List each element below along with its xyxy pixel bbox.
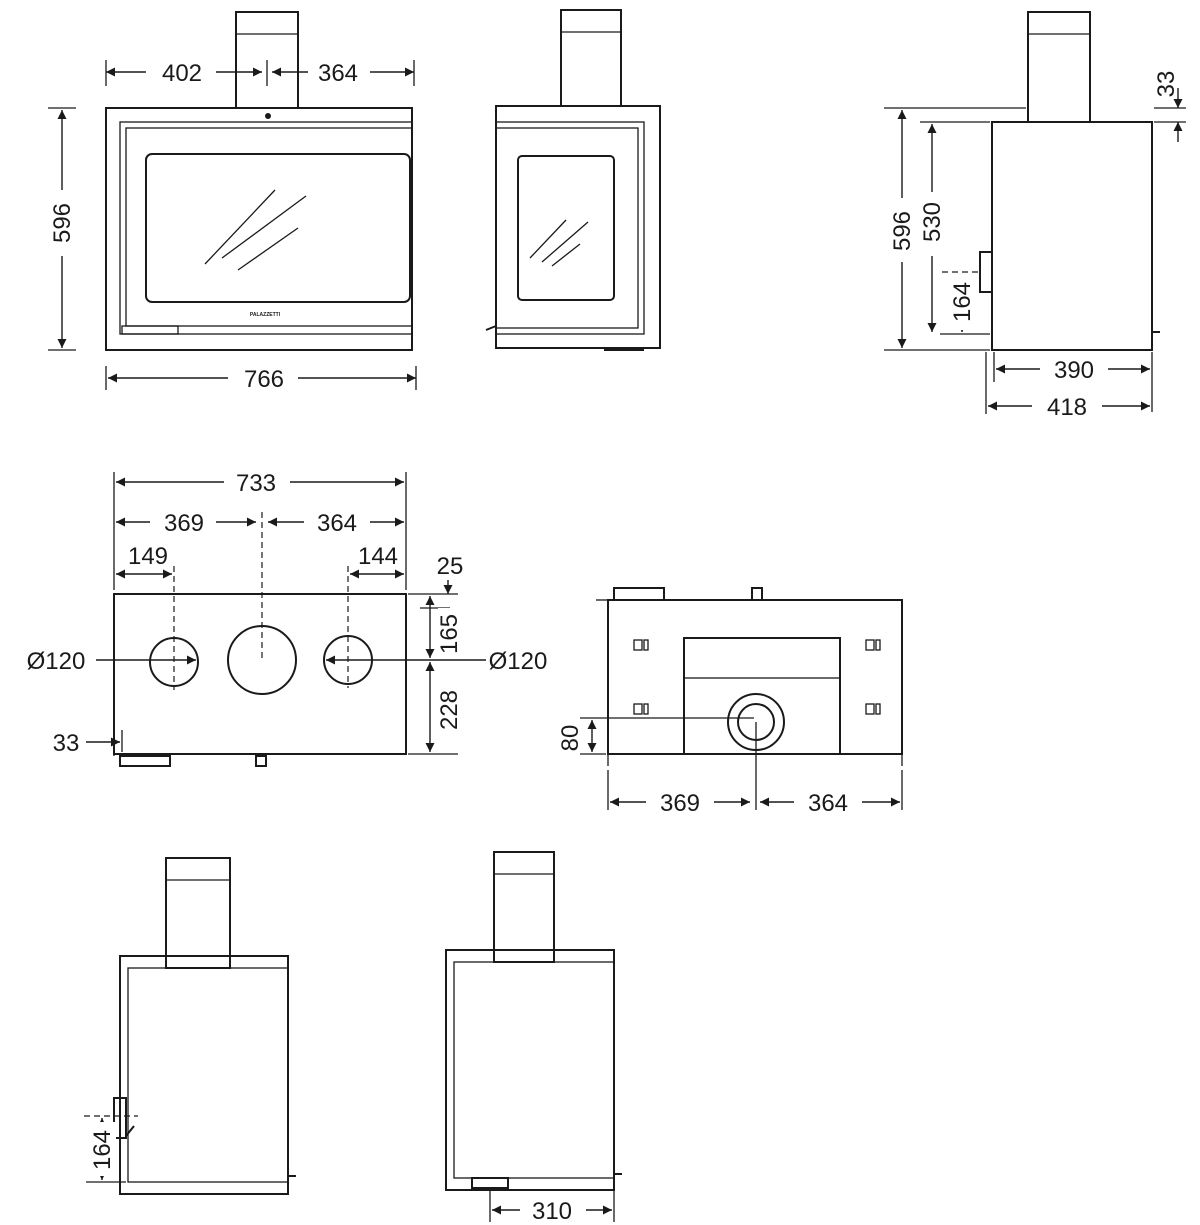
- brand-mark: PALAZZETTI: [250, 312, 281, 318]
- rear-fixing-points: [633, 639, 881, 715]
- front-dim-left: 402: [162, 60, 202, 87]
- bottom-left-view: 164: [84, 857, 296, 1195]
- top-dim-left: 369: [164, 510, 204, 537]
- top-dim-lower-depth: 228: [436, 690, 463, 730]
- right-dim-inner-height: 530: [919, 202, 946, 242]
- right-dim-height: 596: [889, 211, 916, 251]
- top-dim-upper-depth: 165: [436, 614, 463, 654]
- rear-dim-left: 369: [660, 790, 700, 817]
- side-glass-view: [485, 9, 661, 351]
- top-dim-right: 364: [317, 510, 357, 537]
- top-diameter-left: Ø120: [27, 648, 86, 675]
- right-dim-inner-width: 390: [1054, 357, 1094, 384]
- top-dim-top-offset: 25: [437, 553, 464, 580]
- top-view: 733 369 364 149 144 25 165 228 Ø120 Ø120…: [27, 466, 548, 767]
- front-view: PALAZZETTI 402 364 596 766: [46, 11, 417, 393]
- bottom-right-view: 310: [445, 851, 622, 1225]
- top-dim-right-outlet: 144: [358, 543, 398, 570]
- bottom-right-dim-width: 310: [532, 1198, 572, 1225]
- front-dim-height: 596: [49, 203, 76, 243]
- front-view-glass: [145, 153, 411, 303]
- front-dim-width: 766: [244, 366, 284, 393]
- right-side-view: 33 596 530 164 390 418: [884, 11, 1186, 421]
- right-dim-handle: 164: [949, 282, 976, 322]
- top-dim-side-offset: 33: [53, 730, 80, 757]
- bottom-left-dim-handle: 164: [89, 1130, 116, 1170]
- right-dim-top: 33: [1153, 71, 1180, 98]
- top-dim-total: 733: [236, 470, 276, 497]
- rear-dim-height: 80: [557, 725, 584, 752]
- top-dim-left-outlet: 149: [128, 543, 168, 570]
- rear-dim-right: 364: [808, 790, 848, 817]
- right-dim-width: 418: [1047, 394, 1087, 421]
- top-diameter-right: Ø120: [489, 648, 548, 675]
- front-dim-right: 364: [318, 60, 358, 87]
- rear-view: 80 369 364: [557, 587, 903, 817]
